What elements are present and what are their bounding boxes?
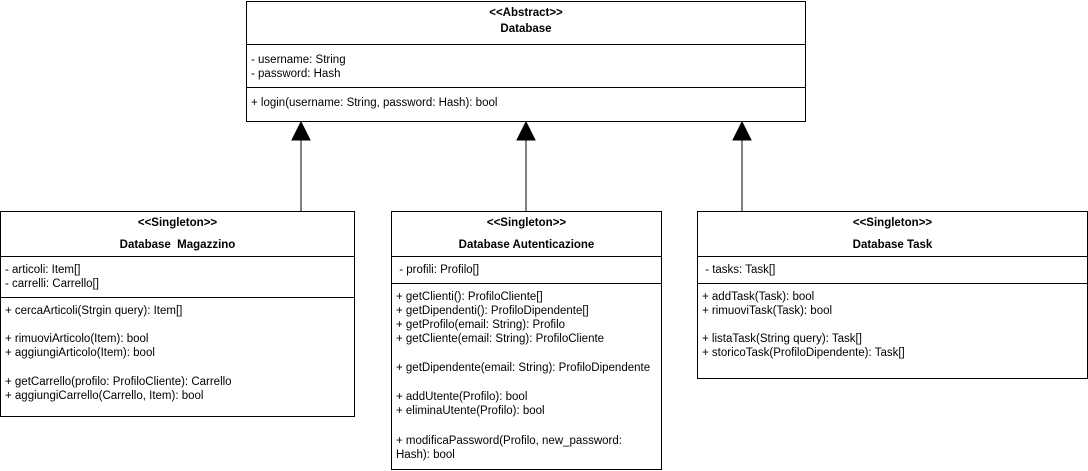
method: + addTask(Task): bool	[702, 291, 815, 303]
method: + storicoTask(ProfiloDipendente): Task[]	[702, 347, 905, 359]
method: + eliminaUtente(Profilo): bool	[396, 405, 545, 417]
attribute: - profili: Profilo[]	[396, 264, 480, 276]
class-database-task: <<Singleton>> Database Task - tasks: Tas…	[697, 211, 1088, 379]
method: + rimuoviArticolo(Item): bool	[5, 333, 149, 345]
stereotype-label: <<Abstract>>	[489, 7, 563, 19]
method: + rimuoviTask(Task): bool	[702, 305, 833, 317]
method: + getDipendente(email: String): ProfiloD…	[396, 362, 651, 374]
arrowhead-autenticazione	[516, 120, 536, 141]
attributes-section: - tasks: Task[]	[698, 256, 1087, 276]
attribute: - password: Hash	[251, 68, 341, 80]
attribute: - tasks: Task[]	[702, 264, 776, 276]
arrowhead-magazzino	[291, 120, 311, 141]
method: Hash): bool	[396, 449, 455, 461]
stereotype-label: <<Singleton>>	[486, 217, 567, 229]
method: + modificaPassword(Profilo, new_password…	[396, 435, 622, 447]
attributes-section: - articoli: Item[] - carrelli: Carrello[…	[1, 256, 354, 290]
arrowhead-task	[732, 120, 752, 141]
methods-section: + login(username: String, password: Hash…	[247, 87, 805, 109]
attribute: - articoli: Item[]	[5, 264, 81, 276]
class-name: Database Magazzino	[119, 239, 236, 251]
method: + getDipendenti(): ProfiloDipendente[]	[396, 305, 589, 317]
class-header: <<Singleton>> Database Magazzino	[1, 212, 354, 252]
methods-section: + addTask(Task): bool + rimuoviTask(Task…	[698, 283, 1087, 359]
attribute: - username: String	[251, 54, 346, 66]
attribute: - carrelli: Carrello[]	[5, 278, 99, 290]
class-header: <<Singleton>> Database Task	[698, 212, 1087, 252]
method: + getProfilo(email: String): Profilo	[396, 319, 566, 331]
class-header: <<Abstract>> Database	[247, 2, 805, 36]
method: + getCarrello(profilo: ProfiloCliente): …	[5, 376, 232, 388]
class-database-autenticazione: <<Singleton>> Database Autenticazione - …	[391, 211, 662, 470]
stereotype-label: <<Singleton>>	[137, 217, 218, 229]
class-header: <<Singleton>> Database Autenticazione	[392, 212, 661, 252]
method: + login(username: String, password: Hash…	[251, 97, 498, 109]
class-name: Database Task	[852, 239, 933, 251]
method: + getClienti(): ProfiloCliente[]	[396, 291, 543, 303]
methods-section: + cercaArticoli(Strgin query): Item[] + …	[1, 297, 354, 402]
stereotype-label: <<Singleton>>	[852, 217, 933, 229]
method: + getCliente(email: String): ProfiloClie…	[396, 333, 605, 345]
methods-section: + getClienti(): ProfiloCliente[] + getDi…	[392, 283, 661, 461]
method: + addUtente(Profilo): bool	[396, 391, 528, 403]
class-name: Database	[500, 23, 552, 35]
method: + listaTask(String query): Task[]	[702, 333, 862, 345]
attributes-section: - profili: Profilo[]	[392, 256, 661, 276]
class-name: Database Autenticazione	[458, 239, 595, 251]
class-database-magazzino: <<Singleton>> Database Magazzino - artic…	[0, 211, 355, 417]
method: + aggiungiCarrello(Carrello, Item): bool	[5, 390, 204, 402]
method: + cercaArticoli(Strgin query): Item[]	[5, 305, 183, 317]
class-database: <<Abstract>> Database - username: String…	[246, 1, 806, 122]
method: + aggiungiArticolo(Item): bool	[5, 347, 155, 359]
attributes-section: - username: String - password: Hash	[247, 44, 805, 80]
